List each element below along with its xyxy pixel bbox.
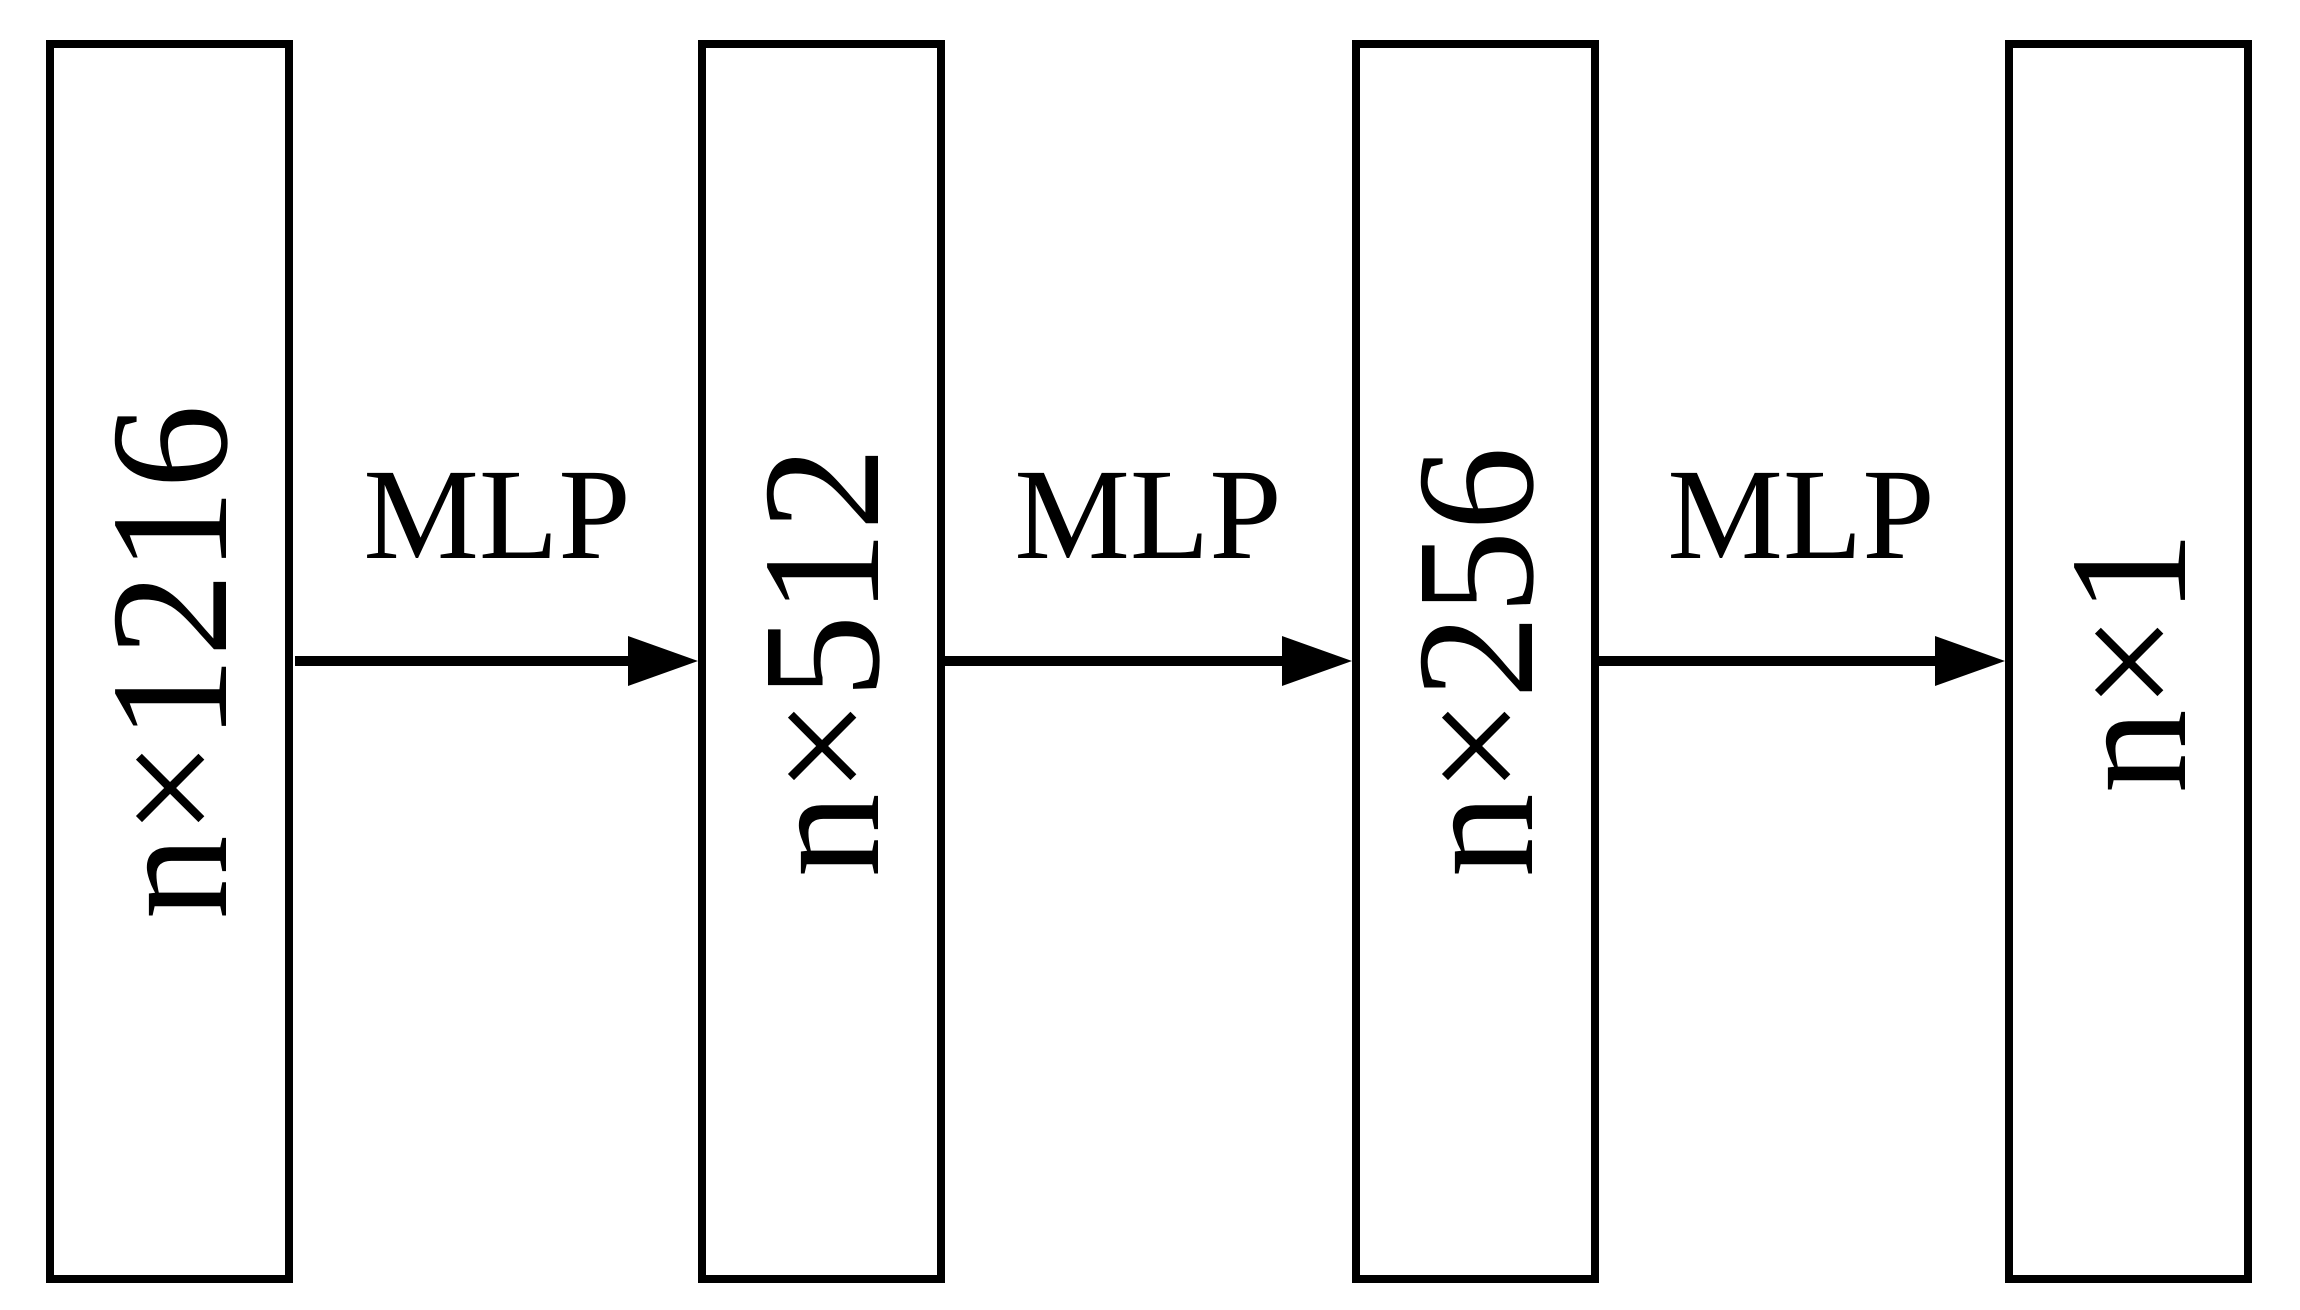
layer-label-hidden-1: n×512 [728,446,915,877]
arrow-head-icon-1 [628,636,698,686]
connection-label-3: MLP [1667,443,1935,587]
connection-label-2: MLP [1014,443,1282,587]
layer-label-input: n×1216 [76,404,263,919]
layer-box-output: n×1 [2005,40,2252,1283]
layer-box-hidden-2: n×256 [1352,40,1599,1283]
connection-label-1: MLP [363,443,631,587]
arrow-head-icon-3 [1935,636,2005,686]
arrow-head-icon-2 [1282,636,1352,686]
arrow-line-3 [1599,656,1937,666]
layer-box-input: n×1216 [46,40,293,1283]
layer-label-output: n×1 [2035,530,2222,793]
arrow-line-1 [295,656,630,666]
layer-box-hidden-1: n×512 [698,40,945,1283]
arrow-line-2 [945,656,1284,666]
layer-label-hidden-2: n×256 [1382,446,1569,877]
